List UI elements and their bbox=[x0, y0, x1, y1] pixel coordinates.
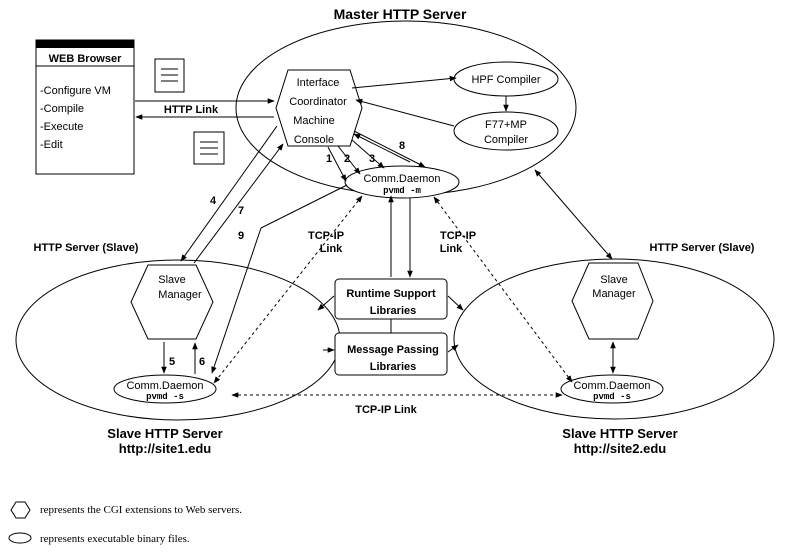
master-pvmd-label: pvmd -m bbox=[383, 186, 421, 196]
slave-left-pvmd-label: pvmd -s bbox=[146, 392, 184, 402]
runtime-support-label: Runtime Support bbox=[346, 288, 436, 300]
slave-left-title: Slave HTTP Server bbox=[107, 426, 222, 441]
coordinator-label: Coordinator bbox=[289, 96, 347, 108]
arrow-9 bbox=[211, 184, 348, 374]
bullet: - bbox=[40, 139, 44, 151]
runtime-libraries-label: Libraries bbox=[370, 305, 416, 317]
slave-right-url: http://site2.edu bbox=[574, 441, 667, 456]
bullet: - bbox=[40, 85, 44, 97]
svg-text:-Edit: -Edit bbox=[40, 139, 63, 151]
menu-edit[interactable]: Edit bbox=[44, 139, 63, 151]
console-label: Console bbox=[294, 134, 334, 146]
document-icon-bottom bbox=[193, 131, 225, 165]
interface-label: Interface bbox=[297, 77, 340, 89]
browser-title-bar bbox=[36, 40, 134, 48]
legend-hexagon-icon bbox=[10, 501, 31, 519]
slave-manager-right-label1: Slave bbox=[600, 274, 628, 286]
f77-label: F77+MP bbox=[485, 119, 527, 131]
runtime-to-right-arrow bbox=[447, 295, 464, 311]
arrow-label-9: 9 bbox=[238, 230, 244, 242]
arrow-label-3: 3 bbox=[369, 153, 375, 165]
message-passing-box bbox=[334, 332, 448, 376]
arrow-label-4: 4 bbox=[210, 195, 217, 207]
svg-text:-Compile: -Compile bbox=[40, 103, 84, 115]
legend-ellipse-icon bbox=[8, 532, 32, 544]
slave-left-url: http://site1.edu bbox=[119, 441, 212, 456]
arrow-4 bbox=[180, 125, 278, 262]
browser-title: WEB Browser bbox=[49, 53, 122, 65]
arrow-8-return bbox=[353, 133, 411, 163]
slave-manager-right-label2: Manager bbox=[592, 288, 636, 300]
arrow-3 bbox=[351, 139, 385, 169]
arrow-label-6: 6 bbox=[199, 356, 205, 368]
arrow-label-5: 5 bbox=[169, 356, 175, 368]
slave-right-comm-daemon-ellipse bbox=[560, 374, 664, 404]
arrow-label-2: 2 bbox=[344, 153, 350, 165]
slave-manager-left-hexagon bbox=[130, 264, 214, 340]
legend-hexagon-text: represents the CGI extensions to Web ser… bbox=[40, 504, 242, 516]
message-libraries-label: Libraries bbox=[370, 361, 416, 373]
f77-to-coordinator-arrow bbox=[355, 98, 455, 127]
interface-coordinator-hexagon bbox=[275, 69, 363, 147]
arrow-label-7: 7 bbox=[238, 205, 244, 217]
hpf-compiler-label: HPF Compiler bbox=[471, 74, 540, 86]
message-passing-label: Message Passing bbox=[347, 344, 439, 356]
slave-right-comm-daemon-label: Comm.Daemon bbox=[573, 380, 650, 392]
svg-text:-Execute: -Execute bbox=[40, 121, 83, 133]
slave-right-title: Slave HTTP Server bbox=[562, 426, 677, 441]
arrow-1 bbox=[327, 146, 347, 182]
arrow-8 bbox=[353, 130, 426, 168]
coordinator-to-hpf-arrow bbox=[351, 75, 457, 89]
tcp-link-right-label2: Link bbox=[440, 243, 463, 255]
arrow-label-1: 1 bbox=[326, 153, 332, 165]
master-server-title: Master HTTP Server bbox=[334, 6, 467, 22]
tcp-link-left-line bbox=[213, 195, 363, 384]
legend-ellipse-text: represents executable binary files. bbox=[40, 533, 190, 545]
menu-configure-vm[interactable]: Configure VM bbox=[44, 85, 111, 97]
bullet: - bbox=[40, 121, 44, 133]
slave-manager-left-label2: Manager bbox=[158, 289, 202, 301]
runtime-to-left-arrow bbox=[317, 295, 335, 311]
tcp-link-right-label1: TCP-IP bbox=[440, 230, 476, 242]
slave-left-header: HTTP Server (Slave) bbox=[34, 242, 139, 254]
bullet: - bbox=[40, 103, 44, 115]
tcp-link-left-label2: Link bbox=[320, 243, 343, 255]
menu-compile[interactable]: Compile bbox=[44, 103, 84, 115]
http-link-label: HTTP Link bbox=[164, 104, 219, 116]
f77-compiler-ellipse bbox=[453, 111, 559, 151]
machine-label: Machine bbox=[293, 115, 335, 127]
tcp-link-right-line bbox=[433, 196, 573, 383]
document-icon-top bbox=[154, 58, 185, 93]
menu-execute[interactable]: Execute bbox=[44, 121, 84, 133]
tcp-link-bottom-label: TCP-IP Link bbox=[355, 404, 417, 416]
master-right-slave-arrow bbox=[534, 169, 613, 260]
svg-text:-Configure VM: -Configure VM bbox=[40, 85, 111, 97]
slave-left-comm-daemon-ellipse bbox=[113, 374, 217, 404]
message-to-right-arrow bbox=[447, 344, 459, 353]
master-comm-daemon-label: Comm.Daemon bbox=[363, 173, 440, 185]
f77-compiler-label: Compiler bbox=[484, 134, 528, 146]
slave-left-comm-daemon-label: Comm.Daemon bbox=[126, 380, 203, 392]
arrow-2 bbox=[337, 145, 361, 175]
slave-right-pvmd-label: pvmd -s bbox=[593, 392, 631, 402]
slave-manager-left-label1: Slave bbox=[158, 274, 186, 286]
arrow-label-8: 8 bbox=[399, 140, 405, 152]
tcp-link-left-label1: TCP-IP bbox=[308, 230, 344, 242]
slave-right-header: HTTP Server (Slave) bbox=[650, 242, 755, 254]
master-comm-daemon-ellipse bbox=[344, 165, 460, 199]
